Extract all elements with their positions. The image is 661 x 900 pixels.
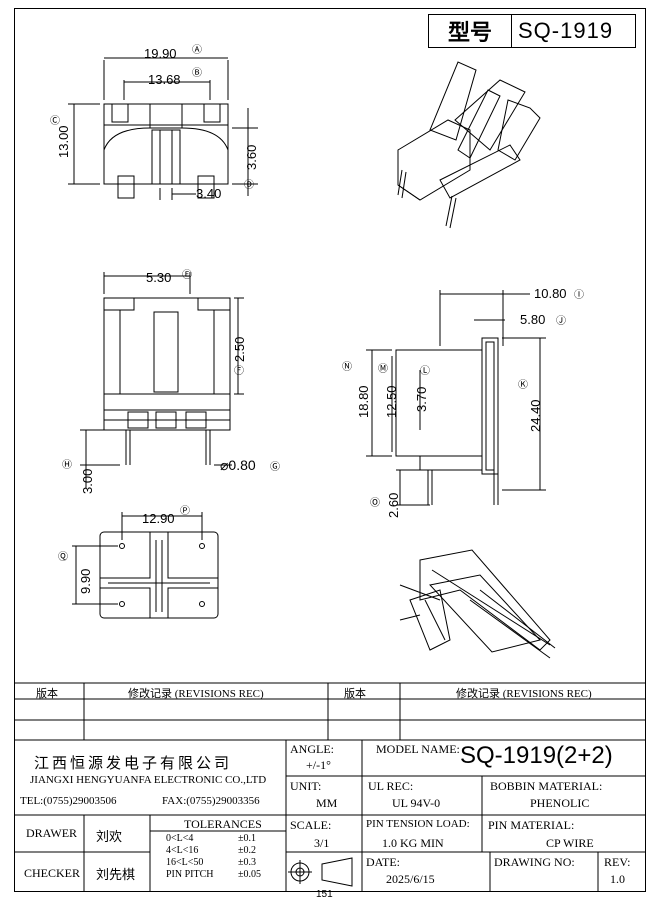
dim-top-height: 13.00 <box>56 125 71 158</box>
page-number: 151 <box>316 889 333 900</box>
tol-value-1: ±0.1 <box>238 833 256 844</box>
dim-n: 18.80 <box>356 385 371 418</box>
angle-label: ANGLE: <box>290 742 334 756</box>
ul-label: UL REC: <box>368 779 414 793</box>
drawing-no-label: DRAWING NO: <box>494 855 575 869</box>
checker-value: 刘先棋 <box>96 867 136 882</box>
drawer-label: DRAWER <box>26 826 78 840</box>
dim-gap: 3.40 <box>196 186 222 201</box>
pin-material-value: CP WIRE <box>546 836 594 850</box>
unit-value: MM <box>316 796 338 810</box>
iso-view-2 <box>399 549 556 659</box>
dim-top-width: 19.90 <box>144 46 177 61</box>
drawer-value: 刘欢 <box>96 829 123 844</box>
pin-tension-label: PIN TENSION LOAD: <box>366 818 470 830</box>
rev-col-version-2: 版本 <box>344 688 366 700</box>
model-name-value: SQ-1919(2+2) <box>460 742 613 769</box>
label-p: Ⓟ <box>180 506 190 517</box>
bobbin-value: PHENOLIC <box>530 796 590 810</box>
dim-o: 2.60 <box>386 492 401 518</box>
bottom-view <box>72 512 219 619</box>
label-c: Ⓒ <box>50 116 60 127</box>
pin-tension-value: 1.0 KG MIN <box>382 836 444 850</box>
title-block-lines <box>14 682 646 892</box>
label-k: Ⓚ <box>518 380 528 391</box>
label-l: Ⓛ <box>420 366 430 377</box>
label-d: Ⓓ <box>244 180 254 191</box>
model-name-label: MODEL NAME: <box>376 742 460 756</box>
label-j: Ⓙ <box>556 316 566 327</box>
model-title-box: 型号 SQ-1919 <box>428 14 636 48</box>
label-b: Ⓑ <box>192 68 202 79</box>
tolerance-values: ±0.1 ±0.2 ±0.3 ±0.05 <box>238 833 261 881</box>
company-cn: 江西恒源发电子有限公司 <box>34 756 233 772</box>
date-label: DATE: <box>366 855 400 869</box>
label-g: Ⓖ <box>270 462 280 473</box>
angle-value: +/-1° <box>306 758 331 772</box>
dim-i: 10.80 <box>534 286 567 301</box>
tol-value-3: ±0.3 <box>238 857 256 868</box>
iso-view-1 <box>397 61 541 229</box>
label-a: Ⓐ <box>192 45 202 56</box>
company-tel: TEL:(0755)29003506 <box>20 795 117 807</box>
tolerances-label: TOLERANCES <box>184 817 262 831</box>
dim-inner-width: 13.68 <box>148 72 181 87</box>
top-view <box>68 57 258 200</box>
dim-m: 12.50 <box>384 385 399 418</box>
dim-j: 5.80 <box>520 312 546 327</box>
rev-label: REV: <box>604 855 631 869</box>
dim-k: 24.40 <box>528 399 543 432</box>
unit-label: UNIT: <box>290 779 322 793</box>
rev-col-version-1: 版本 <box>36 688 58 700</box>
dim-side-step: 3.60 <box>244 144 259 170</box>
dim-h: 3.00 <box>80 468 95 494</box>
dim-l: 3.70 <box>414 386 429 412</box>
tol-range-2: 4<L<16 <box>166 845 199 856</box>
checker-label: CHECKER <box>24 866 81 880</box>
tol-value-2: ±0.2 <box>238 845 256 856</box>
company-fax: FAX:(0755)29003356 <box>162 795 260 807</box>
tol-value-4: ±0.05 <box>238 869 261 880</box>
dim-f: 2.50 <box>232 336 247 362</box>
model-number: SQ-1919 <box>518 18 614 43</box>
label-q: Ⓠ <box>58 552 68 563</box>
label-i: Ⓘ <box>574 290 584 301</box>
rev-col-record-1: 修改记录 (REVISIONS REC) <box>128 688 264 700</box>
drawing-frame <box>14 8 646 892</box>
dim-e: 5.30 <box>146 270 172 285</box>
dim-q: 9.90 <box>78 568 93 594</box>
tol-range-4: PIN PITCH <box>166 869 214 880</box>
scale-value: 3/1 <box>314 836 330 850</box>
date-value: 2025/6/15 <box>386 872 435 886</box>
label-f: Ⓕ <box>234 366 244 377</box>
tol-range-1: 0<L<4 <box>166 833 194 844</box>
label-m: Ⓜ <box>378 364 388 375</box>
tol-range-3: 16<L<50 <box>166 857 204 868</box>
label-e: Ⓔ <box>182 270 192 281</box>
pin-material-label: PIN MATERIAL: <box>488 818 575 832</box>
dim-p: 12.90 <box>142 511 175 526</box>
label-o: Ⓞ <box>370 498 380 509</box>
type-label: 型号 <box>429 15 512 47</box>
ul-value: UL 94V-0 <box>392 796 441 810</box>
tolerance-ranges: 0<L<4 4<L<16 16<L<50 PIN PITCH <box>166 833 214 881</box>
label-n: Ⓝ <box>342 362 352 373</box>
scale-label: SCALE: <box>290 818 332 832</box>
dim-pin-diameter: ⌀0.80 <box>220 457 256 473</box>
bobbin-label: BOBBIN MATERIAL: <box>490 779 603 793</box>
rev-value: 1.0 <box>610 872 625 886</box>
rev-col-record-2: 修改记录 (REVISIONS REC) <box>456 688 592 700</box>
label-h: Ⓗ <box>62 460 72 471</box>
side-view <box>366 290 546 506</box>
front-view <box>80 272 244 488</box>
company-en: JIANGXI HENGYUANFA ELECTRONIC CO.,LTD <box>30 774 267 786</box>
